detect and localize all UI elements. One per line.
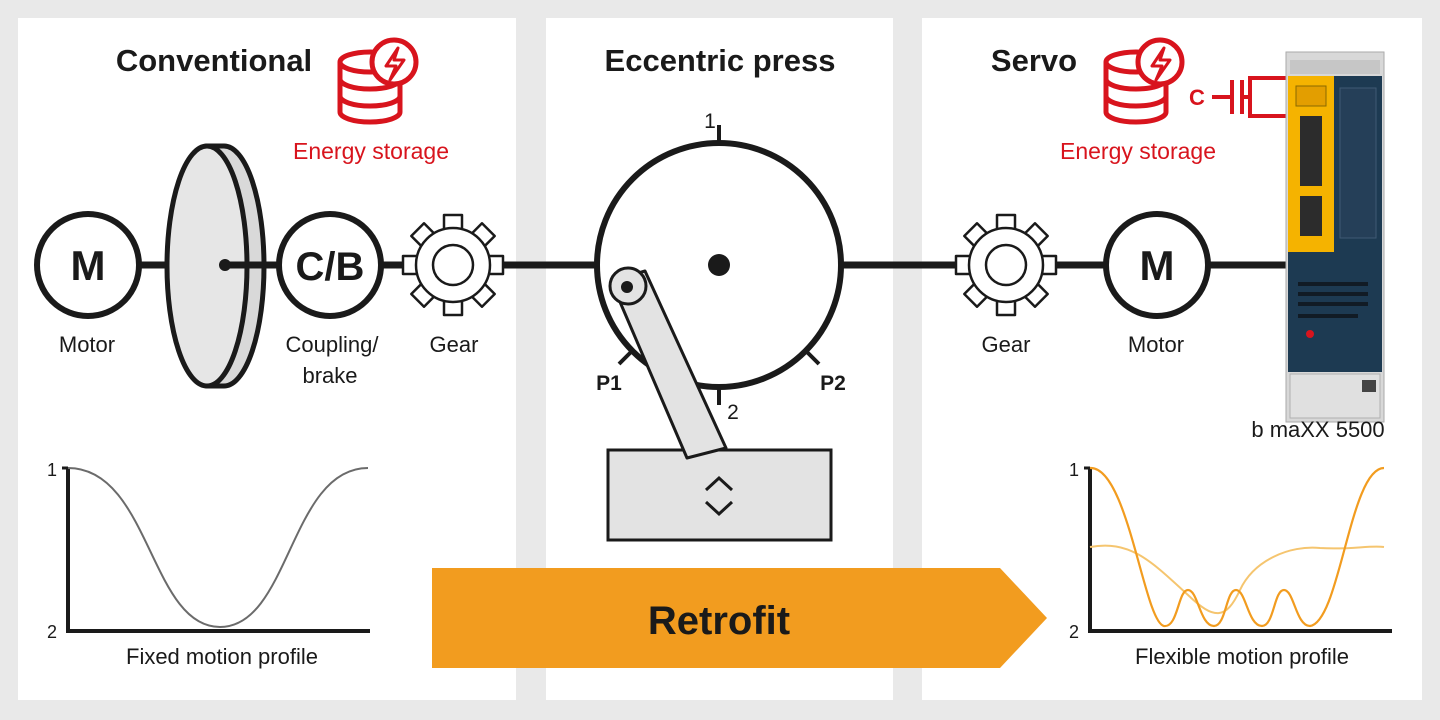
gear-right-label: Gear: [982, 332, 1031, 357]
energy-storage-right-label: Energy storage: [1060, 138, 1216, 164]
retrofit-arrow: Retrofit: [432, 568, 1047, 668]
servo-drive-unit: [1285, 51, 1385, 423]
drive-label: b maXX 5500: [1251, 417, 1384, 442]
connecting-rod: [608, 266, 728, 460]
servo-title: Servo: [991, 43, 1077, 78]
energy-storage-left-label: Energy storage: [293, 138, 449, 164]
motor-left-symbol: M: [34, 211, 142, 319]
gear-left-label: Gear: [430, 332, 479, 357]
press-p1-label: P1: [596, 372, 622, 395]
gear-right-icon: [954, 213, 1058, 317]
retrofit-label: Retrofit: [648, 599, 790, 643]
left-profile-tick-bottom: 2: [47, 622, 57, 642]
fixed-motion-profile-graph: [62, 466, 370, 633]
flexible-motion-profile-graph: [1084, 466, 1392, 633]
coupling-label-line1: Coupling/: [286, 332, 380, 357]
energy-storage-right-icon: [1103, 37, 1185, 125]
eccentric-wheel: [594, 125, 844, 405]
eccentric-press-title: Eccentric press: [605, 43, 836, 78]
coupling-brake-letters: C/B: [296, 245, 365, 289]
motor-right-symbol: M: [1103, 211, 1211, 319]
capacitor-symbol: [1212, 76, 1288, 118]
motor-right-label: Motor: [1128, 332, 1184, 357]
motor-right-letter: M: [1140, 242, 1175, 289]
right-profile-tick-top: 1: [1069, 460, 1079, 480]
press-bottom-marker: 2: [727, 401, 739, 424]
press-top-marker: 1: [704, 110, 716, 133]
right-profile-tick-bottom: 2: [1069, 622, 1079, 642]
left-profile-tick-top: 1: [47, 460, 57, 480]
flexible-motion-profile-caption: Flexible motion profile: [1135, 644, 1349, 669]
flywheel-disc: [164, 143, 278, 389]
fixed-motion-profile-caption: Fixed motion profile: [126, 644, 318, 669]
conventional-title: Conventional: [116, 43, 312, 78]
coupling-label-line2: brake: [302, 363, 357, 388]
press-p2-label: P2: [820, 372, 846, 395]
motor-left-letter: M: [71, 242, 106, 289]
motor-left-label: Motor: [59, 332, 115, 357]
capacitor-label: C: [1189, 85, 1205, 110]
energy-storage-left-icon: [337, 37, 419, 125]
press-ram: [606, 448, 833, 542]
coupling-brake-symbol: C/B: [276, 211, 384, 319]
gear-left-icon: [401, 213, 505, 317]
